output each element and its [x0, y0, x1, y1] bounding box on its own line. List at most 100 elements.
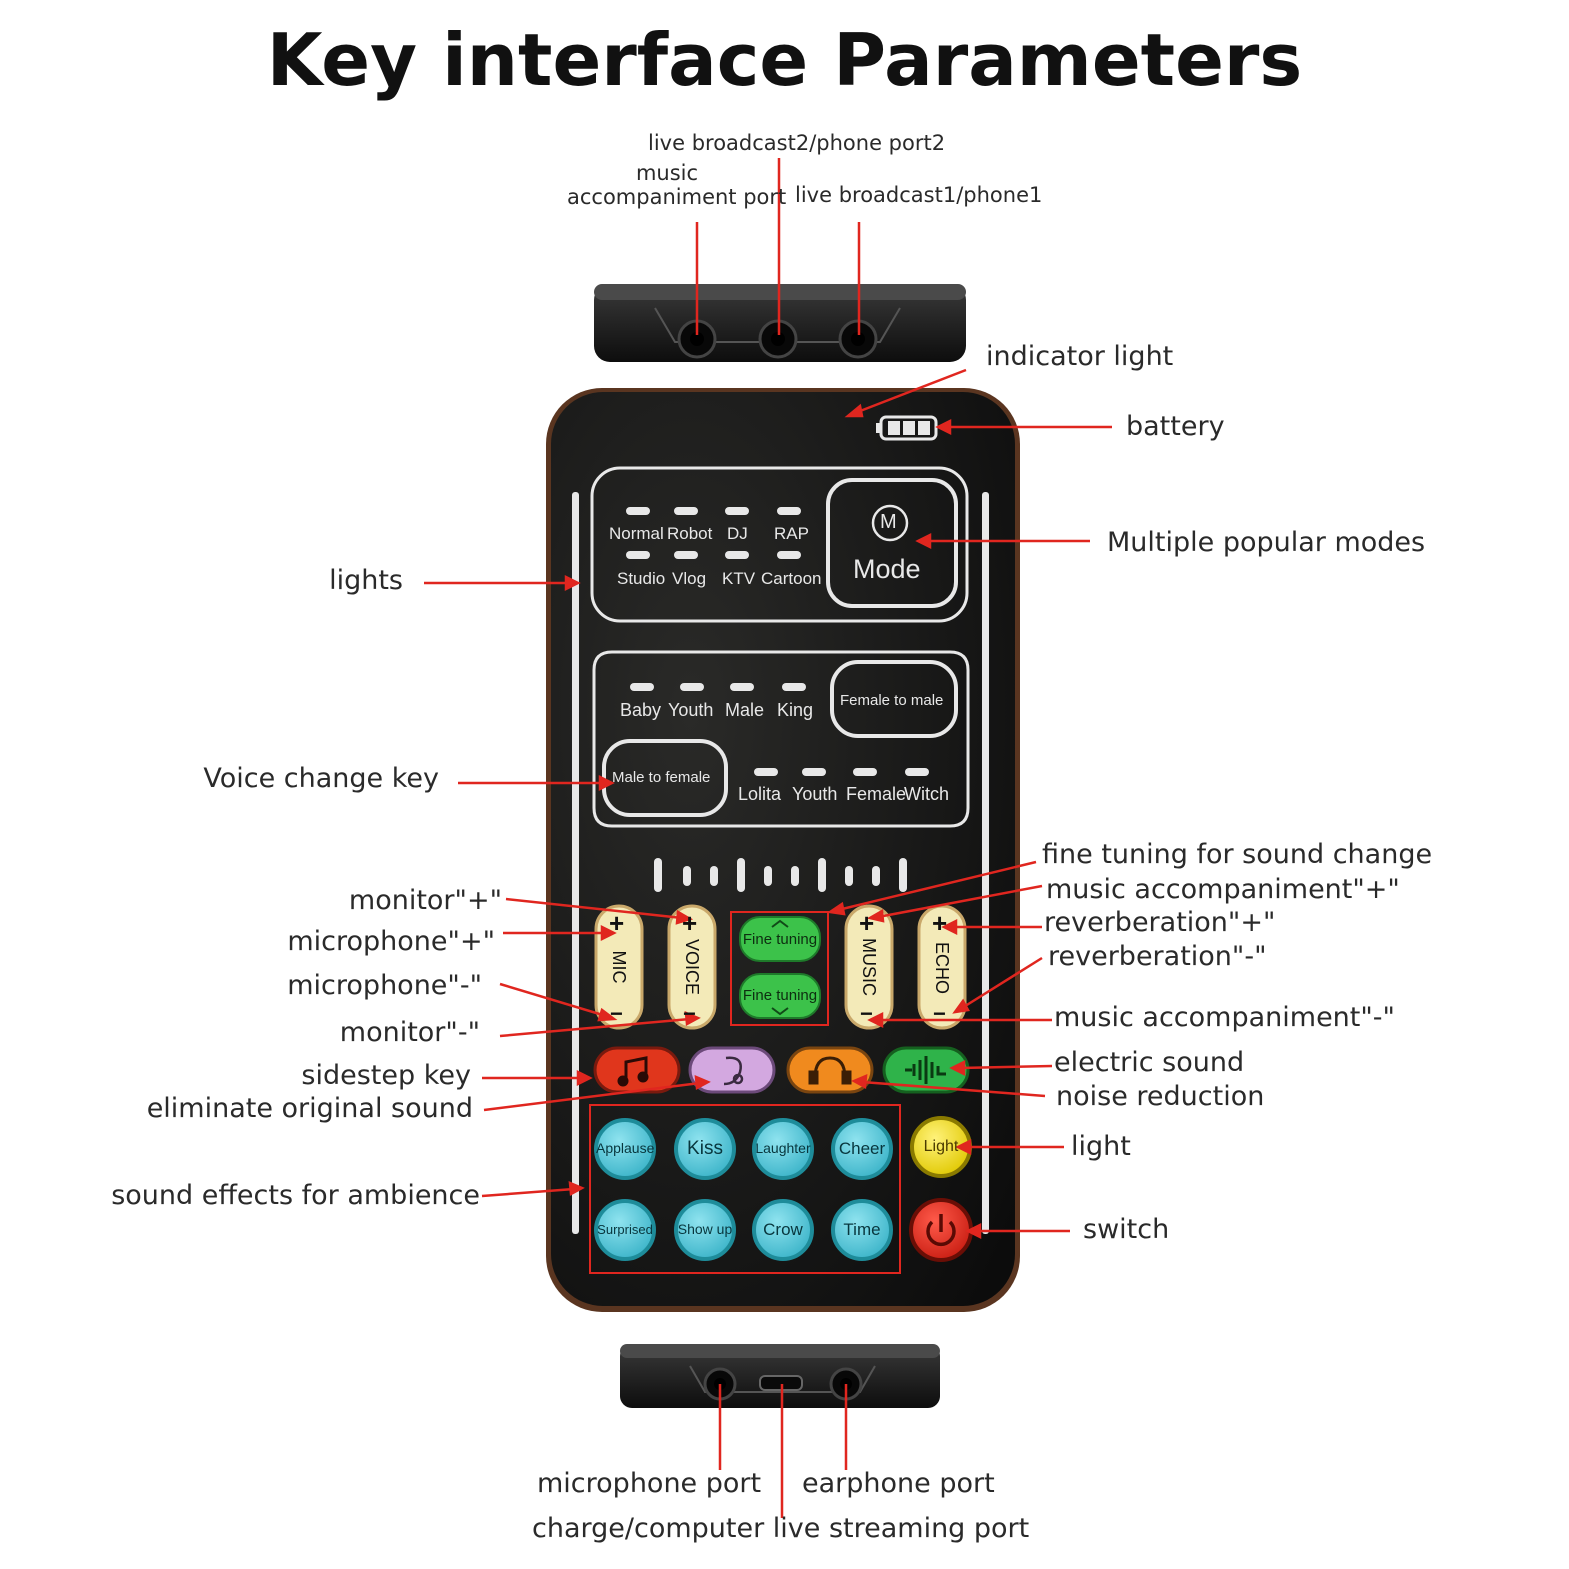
page-title: Key interface Parameters — [266, 18, 1303, 102]
level-indicator-bars — [654, 858, 907, 892]
voice-minus-sign[interactable]: − — [683, 1001, 696, 1026]
mode-robot[interactable]: Robot — [667, 524, 713, 543]
mode-panel — [590, 466, 969, 623]
label-music-plus: music accompaniment"+" — [1046, 874, 1400, 905]
kiss-label[interactable]: Kiss — [687, 1138, 723, 1159]
label-music-port-line2: accompaniment port — [567, 185, 787, 209]
label-music-minus: music accompaniment"-" — [1054, 1002, 1395, 1033]
time-button — [831, 1199, 893, 1261]
female-to-male-button — [830, 660, 958, 738]
mode-dj[interactable]: DJ — [727, 524, 748, 543]
surprised-label[interactable]: Surprised — [597, 1222, 653, 1237]
mode-ktv[interactable]: KTV — [722, 569, 756, 588]
mic-slider-label: MIC — [609, 950, 629, 984]
cheer-button — [831, 1118, 893, 1180]
mode-rap[interactable]: RAP — [774, 524, 809, 543]
applause-label[interactable]: Applause — [596, 1140, 655, 1156]
bottom-edge-view — [620, 1344, 940, 1408]
voice-youth-1[interactable]: Youth — [668, 700, 714, 720]
label-port1: live broadcast1/phone1 — [795, 183, 1043, 207]
mode-vlog[interactable]: Vlog — [672, 569, 707, 588]
cheer-label[interactable]: Cheer — [838, 1139, 886, 1158]
time-label[interactable]: Time — [843, 1220, 881, 1239]
label-ambience: sound effects for ambience — [111, 1180, 480, 1211]
mode-icon-letter: M — [880, 511, 897, 533]
music-minus-sign[interactable]: − — [860, 1001, 873, 1026]
label-eliminate-original: eliminate original sound — [146, 1093, 473, 1124]
kiss-button — [674, 1118, 736, 1180]
label-voice-change-key: Voice change key — [203, 763, 439, 794]
crow-button — [752, 1199, 814, 1261]
label-light: light — [1071, 1131, 1131, 1162]
laughter-label[interactable]: Laughter — [755, 1140, 811, 1156]
label-reverb-plus: reverberation"+" — [1044, 907, 1276, 938]
mode-normal[interactable]: Normal — [609, 524, 664, 543]
fine-tuning-up-label[interactable]: Fine tuning — [742, 931, 818, 948]
voice-witch[interactable]: Witch — [904, 784, 949, 804]
eliminate-original-sound-key — [688, 1046, 776, 1094]
fine-tuning-highlight — [730, 911, 829, 1026]
label-monitor-minus: monitor"-" — [339, 1017, 480, 1048]
label-battery: battery — [1126, 411, 1225, 442]
right-light-strip — [982, 492, 989, 1234]
voice-slider — [667, 904, 717, 1030]
label-mic-plus: microphone"+" — [287, 926, 495, 957]
ambience-highlight — [589, 1104, 901, 1274]
crow-label[interactable]: Crow — [763, 1220, 803, 1239]
surprised-button — [594, 1199, 656, 1261]
voice-panel — [592, 650, 970, 828]
music-slider-label: MUSIC — [859, 938, 879, 996]
label-switch: switch — [1083, 1214, 1170, 1245]
male-to-female-label[interactable]: Male to female — [612, 769, 711, 786]
voice-lolita[interactable]: Lolita — [738, 784, 782, 804]
mode-button — [826, 478, 958, 608]
label-modes: Multiple popular modes — [1107, 527, 1426, 558]
voice-king[interactable]: King — [777, 700, 814, 720]
echo-minus-sign[interactable]: − — [933, 1001, 946, 1026]
mode-cartoon[interactable]: Cartoon — [761, 569, 822, 588]
label-mic-minus: microphone"-" — [287, 970, 482, 1001]
label-lights: lights — [329, 565, 403, 596]
device-body — [546, 388, 1020, 1312]
laughter-button — [752, 1118, 814, 1180]
mic-plus-sign[interactable]: + — [609, 908, 625, 938]
female-to-male-label[interactable]: Female to male — [840, 692, 944, 709]
label-port2: live broadcast2/phone port2 — [648, 131, 946, 155]
left-light-strip — [572, 492, 579, 1234]
music-plus-sign[interactable]: + — [859, 908, 875, 938]
voice-slider-label: VOICE — [682, 938, 702, 995]
light-button-label[interactable]: Light — [923, 1138, 959, 1155]
applause-button — [594, 1118, 656, 1180]
label-indicator-light: indicator light — [986, 341, 1174, 372]
voice-plus-sign[interactable]: + — [682, 908, 698, 938]
mode-button-label[interactable]: Mode — [853, 554, 921, 584]
fine-tuning-down-button — [739, 973, 821, 1019]
mode-studio[interactable]: Studio — [617, 569, 666, 588]
power-icon — [926, 1214, 956, 1247]
fine-tuning-up-button — [739, 916, 821, 962]
label-noise-reduction: noise reduction — [1056, 1081, 1265, 1112]
voice-baby[interactable]: Baby — [620, 700, 662, 720]
show-up-button — [674, 1199, 736, 1261]
mic-minus-sign[interactable]: − — [610, 1001, 623, 1026]
voice-female[interactable]: Female — [846, 784, 907, 804]
label-monitor-plus: monitor"+" — [348, 885, 502, 916]
label-reverb-minus: reverberation"-" — [1048, 941, 1267, 972]
label-earphone-port: earphone port — [802, 1468, 995, 1499]
label-fine-tuning: fine tuning for sound change — [1042, 839, 1433, 870]
label-microphone-port: microphone port — [537, 1468, 762, 1499]
mode-icon — [871, 504, 909, 542]
label-music-port-line1: music — [635, 161, 699, 185]
echo-slider-label: ECHO — [932, 942, 952, 995]
music-slider — [844, 904, 894, 1030]
fine-tuning-down-label[interactable]: Fine tuning — [742, 987, 818, 1004]
label-electric-sound: electric sound — [1054, 1047, 1245, 1078]
voice-male[interactable]: Male — [725, 700, 765, 720]
show-up-label[interactable]: Show up — [677, 1221, 733, 1237]
callout-lines — [424, 158, 1112, 1518]
echo-plus-sign[interactable]: + — [932, 908, 948, 938]
voice-youth-2[interactable]: Youth — [792, 784, 838, 804]
noise-reduction-key — [786, 1046, 874, 1094]
